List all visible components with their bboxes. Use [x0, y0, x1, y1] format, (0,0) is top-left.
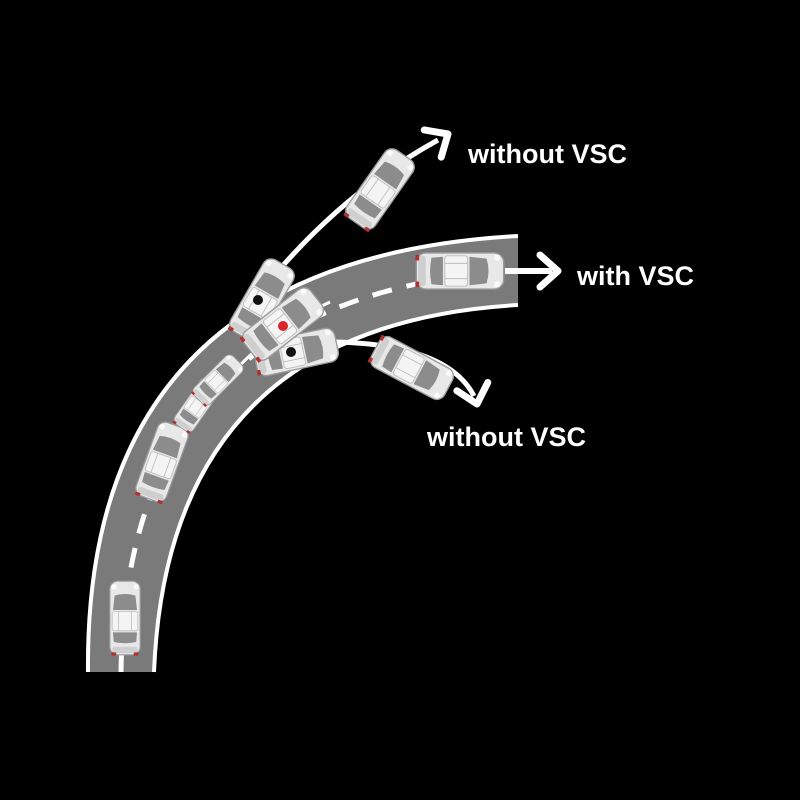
label-without-vsc-bottom: without VSC — [426, 422, 586, 452]
label-without-vsc-top: without VSC — [467, 139, 627, 169]
sensor-dot-black — [286, 347, 296, 357]
sensor-dot-red — [278, 321, 288, 331]
sensor-dot-black — [253, 295, 263, 305]
car-icon — [109, 580, 141, 657]
label-with-vsc: with VSC — [576, 261, 694, 291]
car-icon — [414, 252, 505, 290]
cars — [109, 144, 505, 657]
road-edge-inner — [152, 303, 519, 673]
road-center-line — [118, 268, 519, 673]
road-edge-outer — [85, 234, 519, 673]
